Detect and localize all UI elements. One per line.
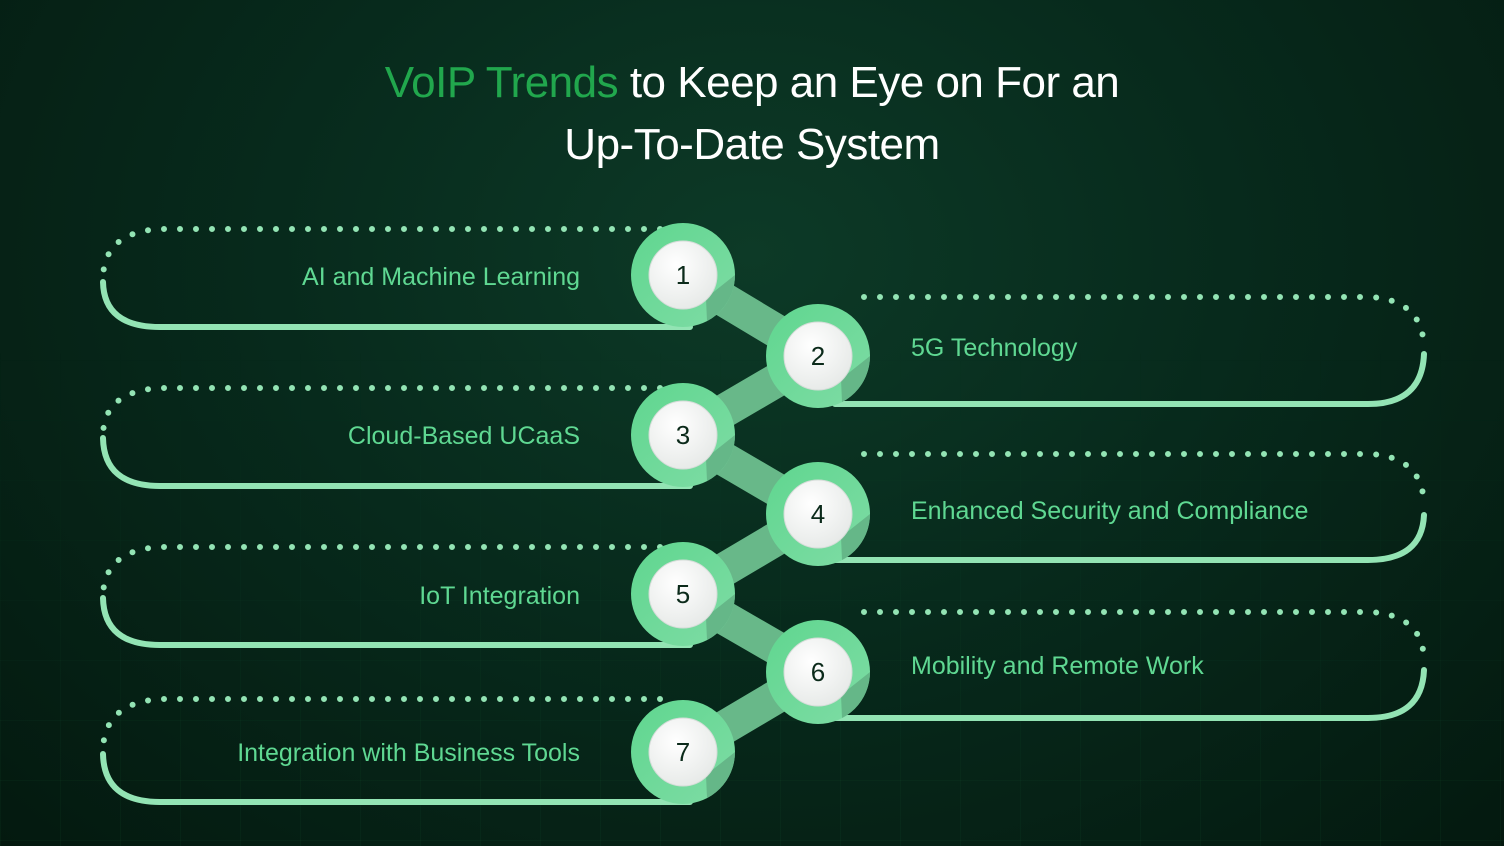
title-rest: to Keep an Eye on For an [618, 58, 1120, 107]
step-label-7: Integration with Business Tools [237, 739, 580, 767]
title-accent: VoIP Trends [384, 58, 619, 107]
node-centers [648, 240, 853, 787]
left-tracks [100, 226, 693, 805]
step-number-5: 5 [675, 578, 691, 609]
step-number-3: 3 [675, 419, 691, 450]
step-label-6: Mobility and Remote Work [911, 652, 1204, 680]
step-label-5: IoT Integration [419, 582, 580, 610]
step-number-2: 2 [810, 340, 826, 371]
title-line-1: VoIP Trends to Keep an Eye on For an [0, 52, 1504, 114]
node-shadows [706, 275, 870, 798]
step-number-7: 7 [675, 736, 691, 767]
step-number-6: 6 [810, 656, 826, 687]
page-title: VoIP Trends to Keep an Eye on For an Up-… [0, 52, 1504, 176]
step-number-1: 1 [675, 259, 691, 290]
step-number-4: 4 [810, 498, 826, 529]
title-line-2: Up-To-Date System [564, 120, 940, 169]
step-label-4: Enhanced Security and Compliance [911, 497, 1309, 525]
right-tracks [832, 294, 1427, 721]
step-label-3: Cloud-Based UCaaS [347, 422, 580, 450]
step-label-2: 5G Technology [911, 334, 1078, 362]
step-label-1: AI and Machine Learning [302, 263, 580, 291]
